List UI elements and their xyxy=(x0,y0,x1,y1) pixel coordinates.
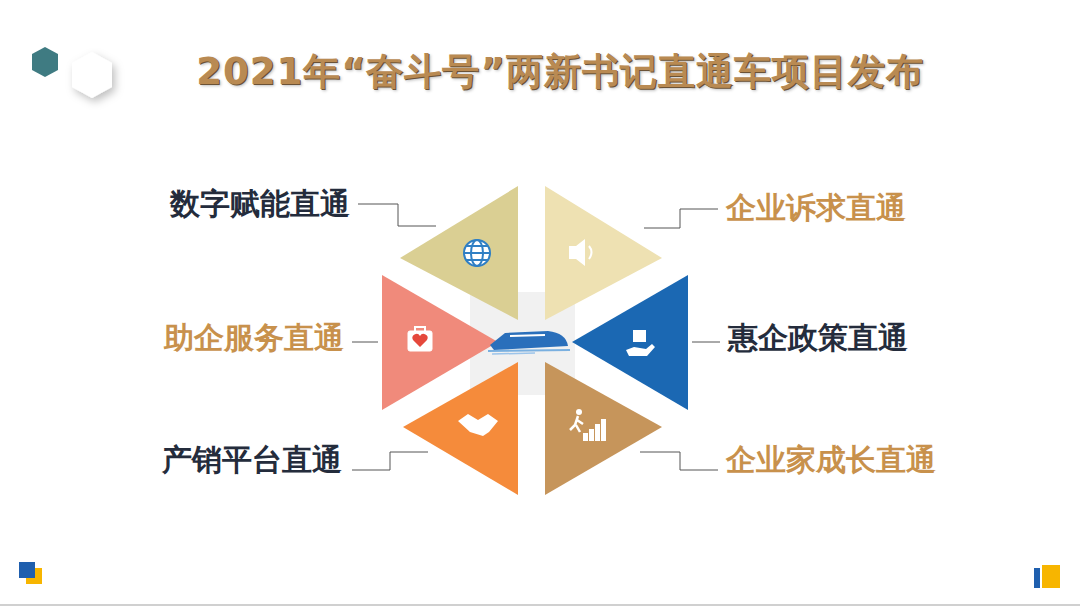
hand-box-icon xyxy=(626,330,655,356)
triangle-service xyxy=(382,275,498,410)
corner-square xyxy=(1034,568,1040,588)
item-label: 数字赋能直通 xyxy=(170,186,350,222)
corner-square xyxy=(1042,565,1060,588)
slide-title: 2021年“奋斗号”两新书记直通车项目发布 xyxy=(196,50,924,94)
item-label: 产销平台直通 xyxy=(162,442,342,478)
handshake-icon xyxy=(458,414,498,436)
triangle-growth xyxy=(545,362,662,495)
medkit-icon xyxy=(408,327,432,351)
corner-square xyxy=(19,562,35,578)
item-label: 企业诉求直通 xyxy=(726,190,906,226)
item-label: 企业家成长直通 xyxy=(726,442,936,478)
climber-icon xyxy=(570,409,606,441)
globe-icon xyxy=(464,240,490,266)
item-label: 助企服务直通 xyxy=(164,320,344,356)
teal-hexagon xyxy=(32,47,58,77)
speaker-icon xyxy=(569,239,592,266)
white-hexagon xyxy=(72,52,112,98)
bottom-rule xyxy=(0,604,1080,606)
train-icon xyxy=(488,331,570,354)
triangle-appeal xyxy=(545,186,662,320)
item-label: 惠企政策直通 xyxy=(728,320,908,356)
leader-lines xyxy=(352,204,720,470)
